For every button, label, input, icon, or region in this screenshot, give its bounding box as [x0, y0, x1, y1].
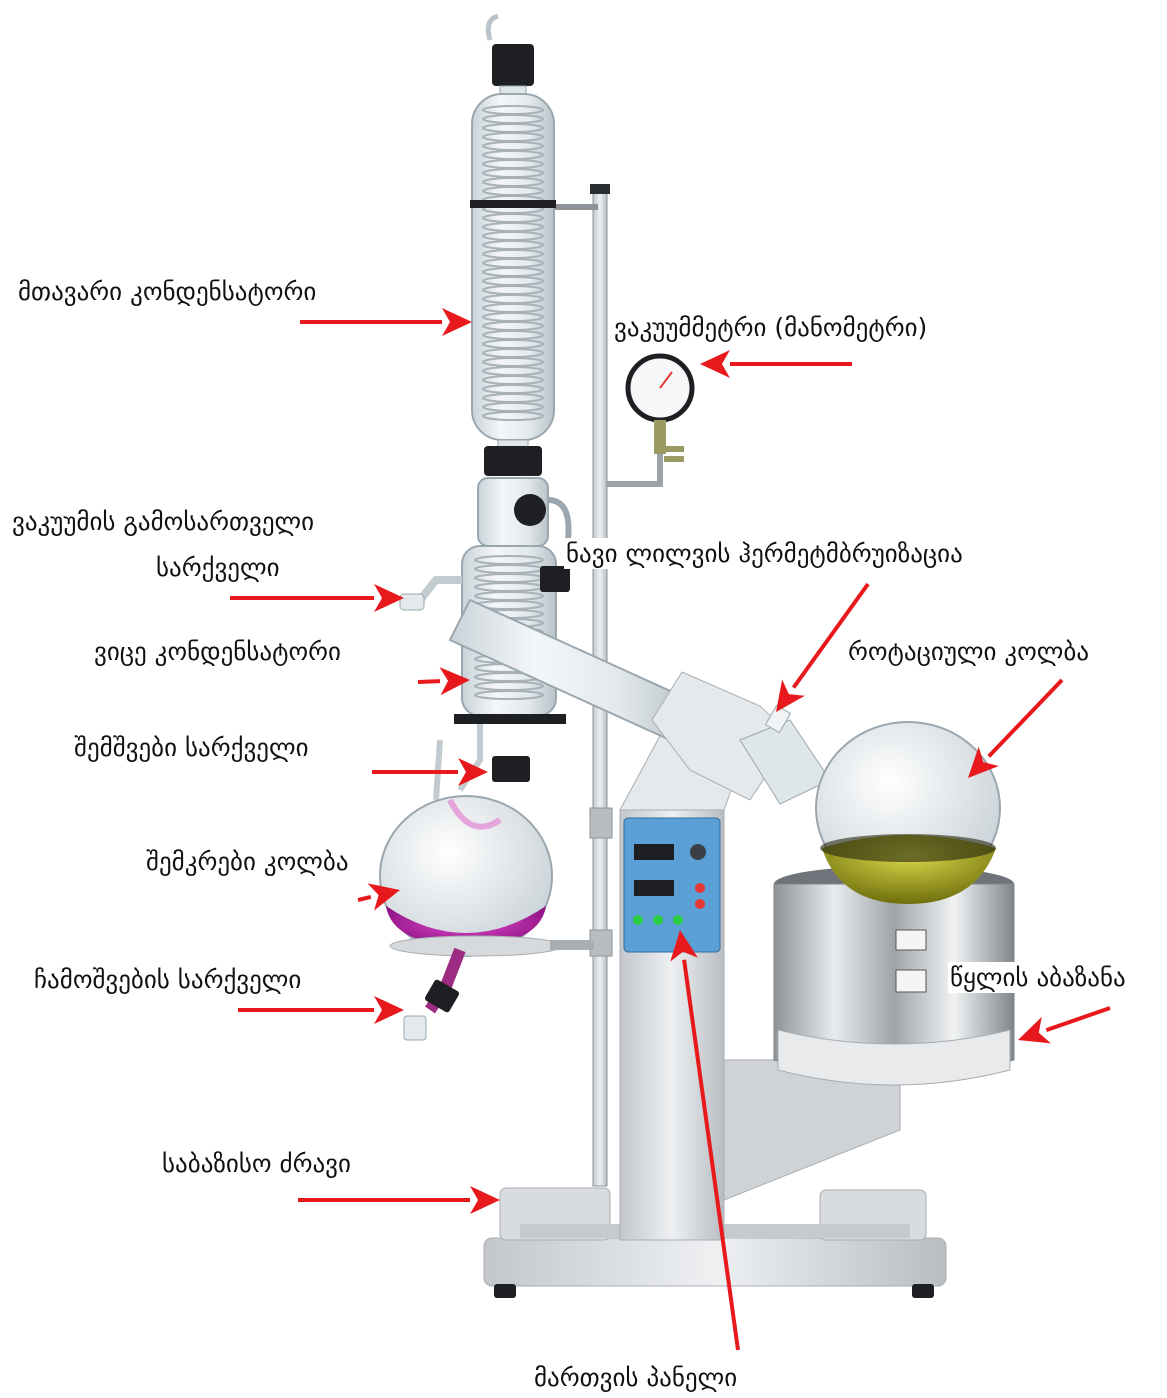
red-arrow-head-icon: [776, 679, 805, 712]
arrow-vacuum-release-valve: [230, 584, 404, 612]
arrow-discharge-valve: [238, 996, 404, 1024]
red-arrow-head-icon: [458, 758, 488, 786]
main-condenser-label: მთავარი კონდენსატორი: [16, 276, 318, 307]
arrow-base-drive: [298, 1186, 500, 1214]
arrow-vacuum-gauge: [700, 350, 852, 378]
vacuum-gauge-label: ვაკუუმმეტრი (მანომეტრი): [612, 312, 929, 343]
red-arrow-icon: [1046, 1008, 1110, 1030]
rotary-flask-label: როტაციული კოლბა: [846, 636, 1091, 667]
red-arrow-head-icon: [700, 350, 730, 378]
shaft-seal-label: ნავი ლილვის ჰერმეტმბრუიზაცია: [564, 538, 965, 569]
red-arrow-icon: [358, 897, 371, 900]
receiving-flask-label: შემკრები კოლბა: [144, 846, 351, 877]
arrow-rotary-flask: [968, 680, 1062, 778]
secondary-condenser-label: ვიცე კონდენსატორი: [92, 636, 343, 667]
red-arrow-head-icon: [470, 1186, 500, 1214]
discharge-valve: [404, 950, 460, 1040]
vacuum-release-valve-label-line1: ვაკუუმის გამოსართველი: [10, 506, 316, 537]
inlet-valve-label: შემშვები სარქველი: [72, 732, 311, 763]
red-arrow-head-icon: [374, 996, 404, 1024]
vacuum-release-valve-label-line2: სარქველი: [154, 552, 282, 583]
main-condenser: [470, 16, 556, 476]
receiving-flask: [380, 724, 594, 956]
vacuum-release-body: [478, 478, 569, 546]
red-arrow-icon: [989, 680, 1062, 756]
red-arrow-head-icon: [442, 308, 472, 336]
control-panel-label: მართვის პანელი: [532, 1362, 739, 1393]
control-panel: [624, 818, 720, 952]
red-arrow-head-icon: [1018, 1017, 1051, 1043]
arrow-inlet-valve: [372, 758, 488, 786]
red-arrow-icon: [418, 681, 440, 682]
arrow-main-condenser: [300, 308, 472, 336]
discharge-valve-label: ჩამოშვების სარქველი: [32, 964, 303, 995]
rotary-flask: [816, 722, 1000, 904]
pressure-gauge-icon: [606, 356, 692, 484]
red-arrow-head-icon: [374, 584, 404, 612]
arrow-water-bath: [1018, 1008, 1110, 1043]
base-drive-label: საბაზისო ძრავი: [160, 1148, 353, 1179]
water-bath-label: წყლის აბაზანა: [948, 962, 1128, 993]
